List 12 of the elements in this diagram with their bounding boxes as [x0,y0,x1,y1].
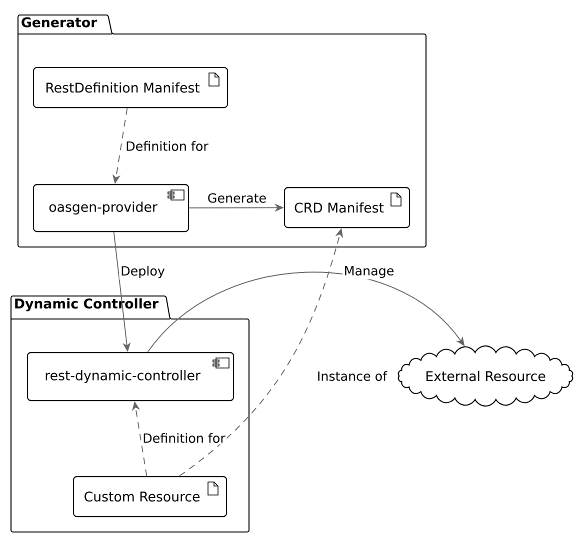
edge-label: Definition for [124,140,210,152]
artifact-box: Custom Resource [73,476,228,518]
edge-label: Definition for [141,432,227,444]
component-box: rest-dynamic-controller [27,352,234,402]
cloud: External Resource [398,345,574,407]
edge-label: Manage [342,264,396,280]
edge-label: Instance of [316,370,388,382]
edge-label: Deploy [119,264,166,280]
artifact-box: CRD Manifest [284,187,410,228]
artifact-box: RestDefinition Manifest [33,67,228,108]
component-box: oasgen-provider [33,184,190,232]
edge-label: Generate [206,192,268,204]
